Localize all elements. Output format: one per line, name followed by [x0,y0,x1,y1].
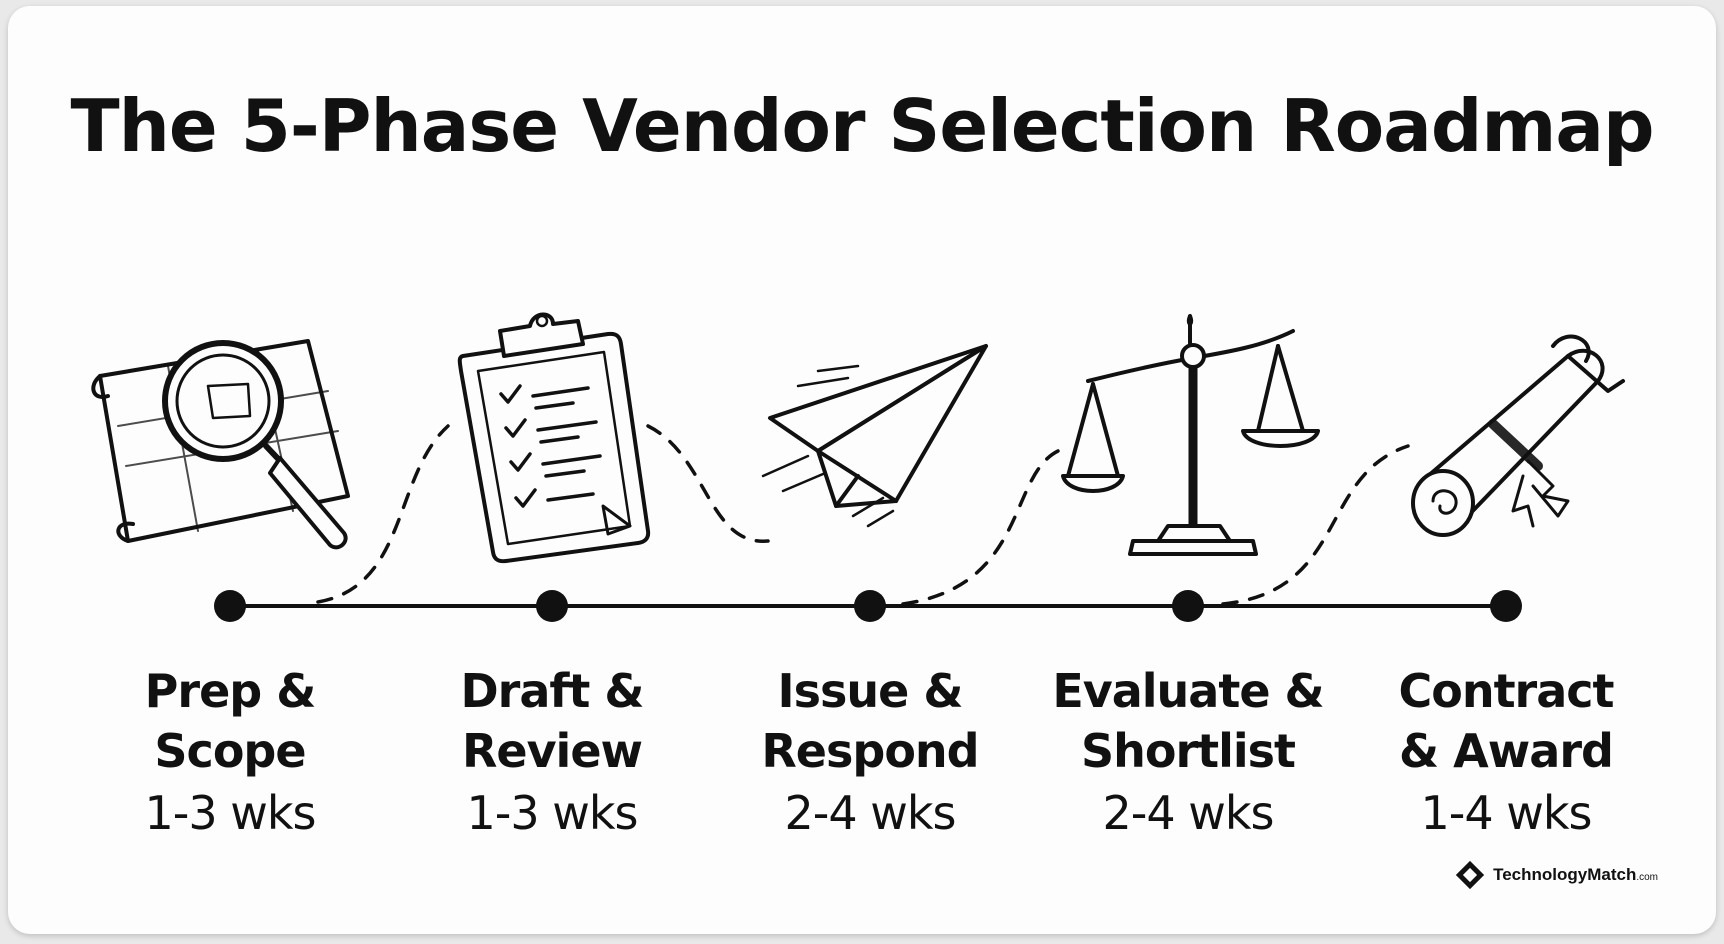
brand-name: TechnologyMatch.com [1493,865,1658,884]
connector-path-2 [646,424,770,543]
phase-3: Issue & Respond 2-4 wks [720,661,1020,845]
phase-4: Evaluate & Shortlist 2-4 wks [1038,661,1338,845]
brand-suffix: .com [1636,872,1658,883]
milestone-dot-3 [854,590,886,622]
phase-1-name-line1: Prep & [144,664,317,718]
milestone-dot-1 [214,590,246,622]
diamond-logo-icon [1455,860,1485,890]
phase-5: Contract & Award 1-4 wks [1356,661,1656,845]
connector-path-4 [1221,444,1410,606]
phase-5-duration: 1-4 wks [1420,786,1593,840]
phase-5-name-line2: & Award [1399,724,1614,778]
milestone-dots [214,590,1522,622]
balance-scale-icon [1061,314,1320,556]
phase-1-duration: 1-3 wks [144,786,317,840]
phase-3-name-line2: Respond [761,724,979,778]
milestone-dot-4 [1172,590,1204,622]
phase-2-name-line2: Review [461,724,643,778]
roadmap-illustration [91,312,1625,622]
phase-2-name-line1: Draft & [460,664,644,718]
phase-1: Prep & Scope 1-3 wks [80,661,380,845]
magnifying-glass-over-map-icon [91,339,350,550]
connector-paths [316,424,1410,606]
phase-2-duration: 1-3 wks [466,786,639,840]
paper-plane-icon [761,344,988,528]
milestone-dot-5 [1490,590,1522,622]
roadmap-card: The 5-Phase Vendor Selection Roadmap [8,6,1716,934]
phase-4-name-line2: Shortlist [1080,724,1296,778]
connector-path-1 [316,424,450,604]
brand-logo: TechnologyMatch.com [1455,860,1658,890]
phase-4-name-line1: Evaluate & [1052,664,1324,718]
milestone-dot-2 [536,590,568,622]
page-title: The 5-Phase Vendor Selection Roadmap [70,84,1654,168]
clipboard-checklist-icon [457,312,651,564]
connector-path-3 [901,449,1060,606]
phase-3-name-line1: Issue & [777,664,964,718]
phase-3-duration: 2-4 wks [784,786,957,840]
phase-4-duration: 2-4 wks [1102,786,1275,840]
phase-5-name-line1: Contract [1398,664,1614,718]
phase-2: Draft & Review 1-3 wks [402,661,702,845]
diploma-scroll-icon [1411,334,1625,537]
phase-1-name-line2: Scope [154,724,306,778]
